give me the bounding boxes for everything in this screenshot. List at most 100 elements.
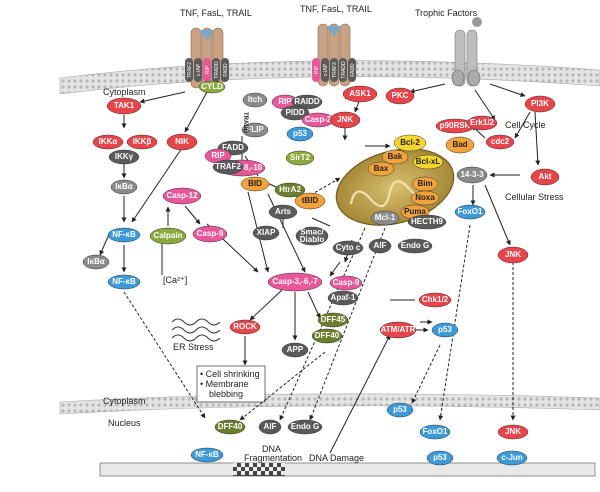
node-label-nfkb3: NF-κB <box>195 450 219 459</box>
node-rock: ROCK <box>229 319 261 335</box>
node-label-dff40b: DFF40 <box>218 422 243 431</box>
node-label-nfkb1: NF-κB <box>112 230 136 239</box>
node-casp12: Casp-12 <box>162 187 202 205</box>
node-label-jnk1: JNK <box>337 115 353 124</box>
adaptor-label: c-IAP <box>196 63 202 76</box>
node-pi3k: PI3K <box>524 95 556 113</box>
receptor-trophic <box>451 17 482 87</box>
node-casp9a: Casp-9 <box>192 225 228 243</box>
node-ask1: ASK1 <box>342 85 378 103</box>
node-label-htra2: HtrA2 <box>279 185 301 194</box>
cellular-stress-label: Cellular Stress <box>505 192 564 202</box>
dna-fragmentation-label-line1: DNA <box>262 444 281 454</box>
ligand-label-middle: TNF, FasL, TRAIL <box>300 4 372 14</box>
node-smac: Smac/Diablo <box>295 226 329 246</box>
node-cdc2: cdc2 <box>485 134 515 150</box>
calcium-label: [Ca²⁺] <box>163 275 187 285</box>
node-label-noxa: Noxa <box>415 193 435 202</box>
node-cytc: Cyto c <box>332 240 364 256</box>
node-label-casp12: Casp-12 <box>166 191 198 200</box>
node-bcl2: Bcl-2 <box>393 134 427 152</box>
node-htra2: HtrA2 <box>274 182 306 198</box>
adaptor-tradd <box>212 58 220 82</box>
node-sirt2: SirT2 <box>285 150 315 166</box>
node-pkc: PKC <box>385 87 415 105</box>
cell-cycle-label: Cell Cycle <box>505 120 546 130</box>
node-label-p53d: p53 <box>433 453 447 462</box>
node-label-tbid: tBID <box>302 196 319 205</box>
adaptor-label: FADD <box>223 63 229 77</box>
node-label-smac: Diablo <box>300 235 325 244</box>
node-label-p53b: p53 <box>438 325 452 334</box>
node-nfkb3: NF-κB <box>190 447 224 463</box>
dna-damage-label: DNA Damage <box>309 453 364 463</box>
node-calpain: Calpain <box>149 227 187 245</box>
node-nik: NIK <box>166 133 198 151</box>
adaptor-traf2 <box>185 58 193 82</box>
node-label-akt: Akt <box>539 172 552 181</box>
node-label-fadd: FADD <box>222 143 244 152</box>
node-label-bcl2: Bcl-2 <box>400 138 420 147</box>
adaptor-fadd <box>221 58 229 82</box>
node-apaf1: Apaf-1 <box>327 290 359 306</box>
adaptor-label: c-IAP <box>323 63 329 76</box>
node-label-p90rsk: p90RSK <box>440 121 471 130</box>
adaptor-ciap <box>194 58 202 82</box>
node-aif2: AIF <box>258 419 282 435</box>
adaptor-tradd <box>339 58 347 82</box>
node-p53d: p53 <box>426 450 454 466</box>
node-label-rip-a: RIP <box>211 151 225 160</box>
node-nfkb1: NF-κB <box>107 227 141 243</box>
node-mcl1: Mcl-1 <box>370 210 400 226</box>
node-label-flip: FLIP <box>246 125 264 134</box>
adaptor-fadd <box>348 58 356 82</box>
node-tak-ikba1: IκBα <box>110 179 138 195</box>
node-label-hecth9: HECTH9 <box>411 217 444 226</box>
node-noxa: Noxa <box>410 190 440 206</box>
node-tak1: TAK1 <box>106 97 142 115</box>
node-endog1: Endo G <box>397 238 433 254</box>
node-label-xiap: XIAP <box>257 228 276 237</box>
node-label-raidd: RAIDD <box>294 97 320 106</box>
node-foxo1a: FoxO1 <box>454 204 486 220</box>
node-traf2: TRAF2 <box>212 159 244 175</box>
tradd-vertical-label: TRADD <box>242 112 248 134</box>
node-label-ask1: ASK1 <box>349 89 371 98</box>
node-label-cjun: c-Jun <box>501 453 522 462</box>
adaptor-rip <box>312 58 320 82</box>
node-itch: Itch <box>242 92 268 108</box>
node-ikkb: IKKβ <box>126 134 158 150</box>
node-dff40a: DFF40 <box>311 328 343 344</box>
node-label-tak1: TAK1 <box>114 101 135 110</box>
node-casp2: Casp-2 <box>301 112 335 128</box>
node-label-tak-ikba1: IκBα <box>115 182 132 191</box>
node-bad: Bad <box>445 136 475 154</box>
node-aif1: AIF <box>368 238 392 254</box>
node-label-arts: Arts <box>275 207 292 216</box>
node-p53b: p53 <box>431 322 459 338</box>
adaptor-ciap <box>321 58 329 82</box>
adaptor-label: TRAF2 <box>332 62 338 78</box>
node-label-aif1: AIF <box>374 241 387 250</box>
node-p53c: p53 <box>386 402 414 418</box>
node-bax: Bax <box>367 161 395 177</box>
node-label-jnk3: JNK <box>505 427 521 436</box>
adaptor-label: TRADD <box>341 61 347 79</box>
node-xiap: XIAP <box>252 225 280 241</box>
dna-fragmentation-label-line2: Fragmentation <box>244 453 302 463</box>
adaptor-traf2 <box>330 58 338 82</box>
node-label-p53c: p53 <box>393 405 407 414</box>
pathway-nodes: TAK1IKKαIKKβIKKγNIKItchFLIPFADDCasp-8,-1… <box>82 85 560 466</box>
node-raidd: RAIDD <box>291 94 323 110</box>
node-label-p53a: p53 <box>293 129 307 138</box>
node-label-mcl1: Mcl-1 <box>375 213 396 222</box>
node-label-endog2: Endo G <box>291 422 319 431</box>
node-label-bad: Bad <box>452 140 467 149</box>
node-label-pi3k: PI3K <box>531 99 549 108</box>
node-endog2: Endo G <box>287 419 323 435</box>
node-s1433: 14-3-3 <box>456 166 488 184</box>
node-erk12: Erk1/2 <box>466 115 498 131</box>
node-label-bclxl: Bcl-xL <box>416 157 441 166</box>
